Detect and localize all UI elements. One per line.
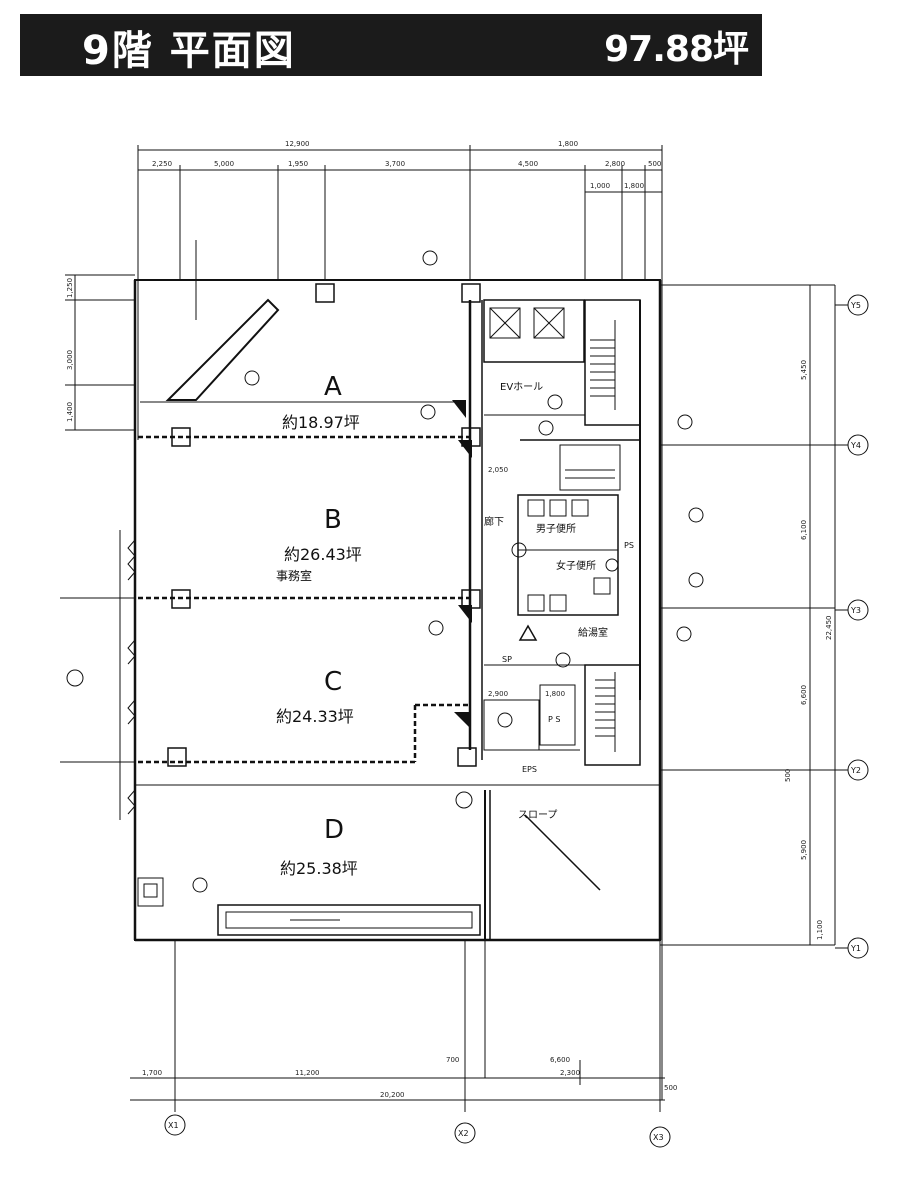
room-a-letter: A bbox=[324, 372, 342, 402]
dim-inner-3: 1,800 bbox=[545, 690, 565, 698]
dim-right-1: 5,450 bbox=[800, 360, 808, 380]
dim-left-3: 1,400 bbox=[66, 402, 74, 422]
floor-title: 9階 平面図 bbox=[82, 28, 296, 74]
dim-top-overall: 12,900 bbox=[285, 140, 310, 148]
eps-label: EPS bbox=[522, 765, 537, 774]
dim-bottom-3: 700 bbox=[446, 1056, 459, 1064]
corridor-label: 廊下 bbox=[484, 515, 504, 528]
womens-wc-label: 女子便所 bbox=[556, 559, 596, 572]
title-banner: 9階 平面図 97.88坪 bbox=[20, 14, 762, 76]
axis-y1: Y1 bbox=[850, 944, 861, 953]
room-b-letter: B bbox=[324, 505, 342, 535]
dim-bottom-6: 500 bbox=[664, 1084, 677, 1092]
axis-y5: Y5 bbox=[850, 301, 861, 310]
dim-right-5: 5,900 bbox=[800, 840, 808, 860]
ps-label: PS bbox=[624, 541, 634, 550]
room-c-letter: C bbox=[324, 667, 342, 697]
axis-y4: Y4 bbox=[850, 441, 861, 450]
dim-left-1: 1,250 bbox=[66, 278, 74, 298]
dim-top-4: 3,700 bbox=[385, 160, 405, 168]
room-c-area: 約24.33坪 bbox=[276, 707, 354, 726]
dim-top-9: 1,800 bbox=[624, 182, 644, 190]
axis-y3: Y3 bbox=[850, 606, 861, 615]
ev-hall-label: EVホール bbox=[500, 381, 543, 393]
sp-label: SP bbox=[502, 655, 512, 664]
dim-top-6: 2,800 bbox=[605, 160, 625, 168]
dim-top-2: 5,000 bbox=[214, 160, 234, 168]
dim-left-2: 3,000 bbox=[66, 350, 74, 370]
room-d-area: 約25.38坪 bbox=[280, 859, 358, 878]
dim-right-3: 6,600 bbox=[800, 685, 808, 705]
axis-x2: X2 bbox=[458, 1129, 469, 1138]
room-a-area: 約18.97坪 bbox=[282, 413, 360, 432]
axis-y2: Y2 bbox=[850, 766, 861, 775]
dim-bottom-1: 1,700 bbox=[142, 1069, 162, 1077]
dim-right-4: 500 bbox=[784, 769, 792, 782]
room-b-area: 約26.43坪 bbox=[284, 545, 362, 564]
ps-label-2: P S bbox=[548, 715, 560, 724]
dim-top-1: 2,250 bbox=[152, 160, 172, 168]
dim-top-right: 1,800 bbox=[558, 140, 578, 148]
dim-bottom-2: 11,200 bbox=[295, 1069, 320, 1077]
dim-bottom-4: 6,600 bbox=[550, 1056, 570, 1064]
dim-right-2: 6,100 bbox=[800, 520, 808, 540]
office-label: 事務室 bbox=[276, 568, 312, 583]
dim-top-8: 1,000 bbox=[590, 182, 610, 190]
axis-x3: X3 bbox=[653, 1133, 664, 1142]
pantry-label: 給湯室 bbox=[578, 626, 608, 639]
total-area: 97.88坪 bbox=[604, 29, 749, 70]
dim-top-5: 4,500 bbox=[518, 160, 538, 168]
dim-top-7: 500 bbox=[648, 160, 661, 168]
dim-right-6: 1,100 bbox=[816, 920, 824, 940]
axis-x1: X1 bbox=[168, 1121, 179, 1130]
dim-bottom-5: 2,300 bbox=[560, 1069, 580, 1077]
dim-top-3: 1,950 bbox=[288, 160, 308, 168]
slope-label: スロープ bbox=[518, 809, 557, 821]
dim-bottom-total: 20,200 bbox=[380, 1091, 405, 1099]
dim-inner-1: 2,050 bbox=[488, 466, 508, 474]
dim-inner-2: 2,900 bbox=[488, 690, 508, 698]
room-d-letter: D bbox=[324, 815, 344, 845]
dim-right-total: 22,450 bbox=[825, 616, 833, 641]
mens-wc-label: 男子便所 bbox=[536, 522, 576, 535]
